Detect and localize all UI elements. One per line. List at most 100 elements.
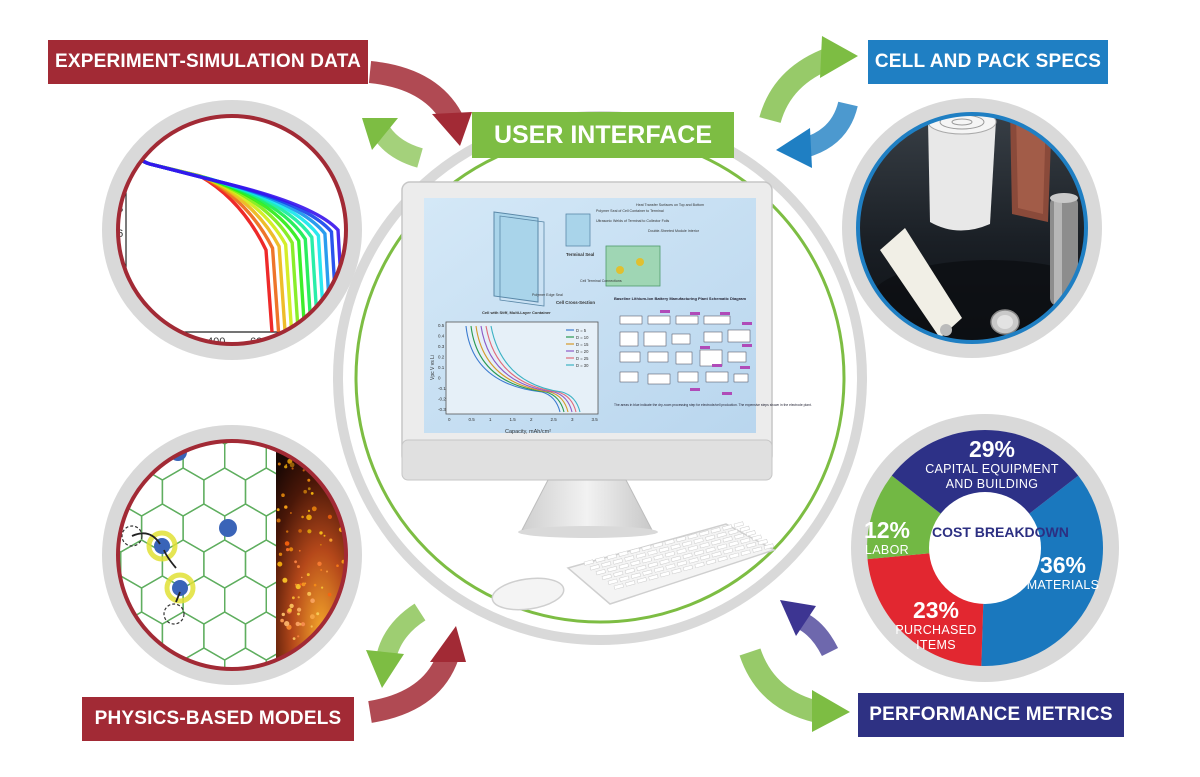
banner-experiment-bg xyxy=(48,40,368,84)
ember-speck xyxy=(294,560,297,564)
screen-plot-curve xyxy=(485,325,577,413)
banner-ui-bg xyxy=(472,112,734,158)
keyboard-key xyxy=(728,540,739,547)
screen-ytick: 0 xyxy=(438,376,441,381)
hex-cell xyxy=(182,647,226,669)
pie-label-line: PURCHASED xyxy=(895,623,977,638)
keyboard-key xyxy=(711,539,722,546)
ember-speck xyxy=(287,608,292,613)
arrow-green-br xyxy=(739,648,821,723)
arrow-purple-br xyxy=(795,611,839,657)
ember-speck xyxy=(277,462,281,466)
banner-physics-models: PHYSICS-BASED MODELS xyxy=(94,708,342,729)
keyboard-key xyxy=(699,530,710,537)
flow-box xyxy=(647,373,671,385)
flow-box xyxy=(647,315,671,325)
ember-speck xyxy=(282,577,288,583)
arrow-green-tr-head xyxy=(820,36,858,78)
ember-speck xyxy=(326,570,328,573)
arrow-green-tl-head xyxy=(362,118,398,150)
keyboard-key xyxy=(607,565,618,573)
screen-xtick: 2 xyxy=(530,417,533,422)
ember-speck xyxy=(316,612,320,616)
ember-speck xyxy=(307,591,312,596)
ember-speck xyxy=(311,506,317,512)
banner-performance-metrics: PERFORMANCE METRICS xyxy=(869,704,1113,725)
ember-speck xyxy=(327,514,332,520)
keyboard-key xyxy=(595,568,606,576)
hex-cell xyxy=(266,360,308,408)
hex-cell xyxy=(38,396,80,444)
screen-legend-label: D = 5 xyxy=(576,328,587,333)
keyboard-key xyxy=(648,574,659,581)
keyboard-key xyxy=(705,534,716,541)
hex-cell xyxy=(118,441,122,445)
hex-cell xyxy=(38,468,80,516)
keyboard-key xyxy=(699,542,710,549)
banner-physics-bg xyxy=(82,697,354,741)
ember-speck xyxy=(329,437,333,441)
arrow-red-bl xyxy=(368,651,459,723)
ember-speck xyxy=(325,437,328,440)
ember-speck xyxy=(338,666,343,669)
keyboard-key xyxy=(613,570,624,578)
keyboard-key xyxy=(601,573,612,581)
ember-speck xyxy=(336,564,339,567)
hex-cell xyxy=(100,360,142,408)
ember-speck xyxy=(286,548,290,552)
cost-pie-center xyxy=(929,492,1041,604)
tl-ytick-3: 2.6 xyxy=(108,228,123,240)
keyboard-key xyxy=(624,555,635,562)
ember-speck xyxy=(351,615,355,619)
keyboard xyxy=(566,521,776,605)
monitor: Polymer Seal of Cell Container to Termin… xyxy=(401,181,812,538)
ember-speck xyxy=(320,544,322,546)
flow-box xyxy=(675,315,699,325)
screen-ytick: -0.3 xyxy=(438,407,446,412)
screen-caption: Baseline Lithium-Ion Battery Manufacturi… xyxy=(614,296,746,301)
hex-cell xyxy=(58,360,100,408)
hex-cell xyxy=(38,540,80,588)
screen-xtick: 0 xyxy=(448,417,451,422)
banner-user-interface: USER INTERFACE xyxy=(493,121,713,149)
flow-box xyxy=(699,349,723,367)
flow-tag xyxy=(660,310,670,313)
keyboard-key xyxy=(665,563,676,570)
keyboard-key xyxy=(676,548,687,555)
ember-speck xyxy=(281,612,285,617)
arrow-green-br-head xyxy=(812,690,850,732)
flow-box xyxy=(677,371,699,383)
ember-speck xyxy=(289,603,294,609)
keyboard-key xyxy=(647,561,659,568)
hex-cell xyxy=(286,441,330,445)
ember-speck xyxy=(276,518,281,523)
keyboard-key xyxy=(722,536,733,543)
ember-speck xyxy=(333,662,336,664)
hex-cell xyxy=(118,647,143,669)
ember-speck xyxy=(297,596,300,599)
keyboard-key xyxy=(583,559,594,566)
ember-speck xyxy=(299,583,302,586)
keyboard-key xyxy=(694,561,705,569)
ember-speck xyxy=(336,659,339,662)
hex-cell xyxy=(58,576,100,624)
ember-speck xyxy=(301,515,304,519)
ember-speck xyxy=(320,443,323,447)
keyboard-key xyxy=(740,537,751,544)
ember-speck xyxy=(295,583,301,590)
ember-speck xyxy=(306,514,312,521)
keyboard-key xyxy=(636,577,648,584)
keyboard-key xyxy=(745,530,756,537)
keyboard-key xyxy=(653,554,664,561)
ember-speck xyxy=(321,441,325,443)
arrow-red-bl-head xyxy=(430,626,466,662)
flow-tag xyxy=(722,392,732,395)
pie-slice-capital xyxy=(891,430,1079,548)
keyboard-key xyxy=(699,554,711,561)
ember-speck xyxy=(284,505,288,509)
keyboard-key xyxy=(751,534,762,541)
keyboard-key xyxy=(716,531,727,538)
ember-speck xyxy=(346,675,348,677)
pie-percent: 29% xyxy=(968,436,1016,462)
